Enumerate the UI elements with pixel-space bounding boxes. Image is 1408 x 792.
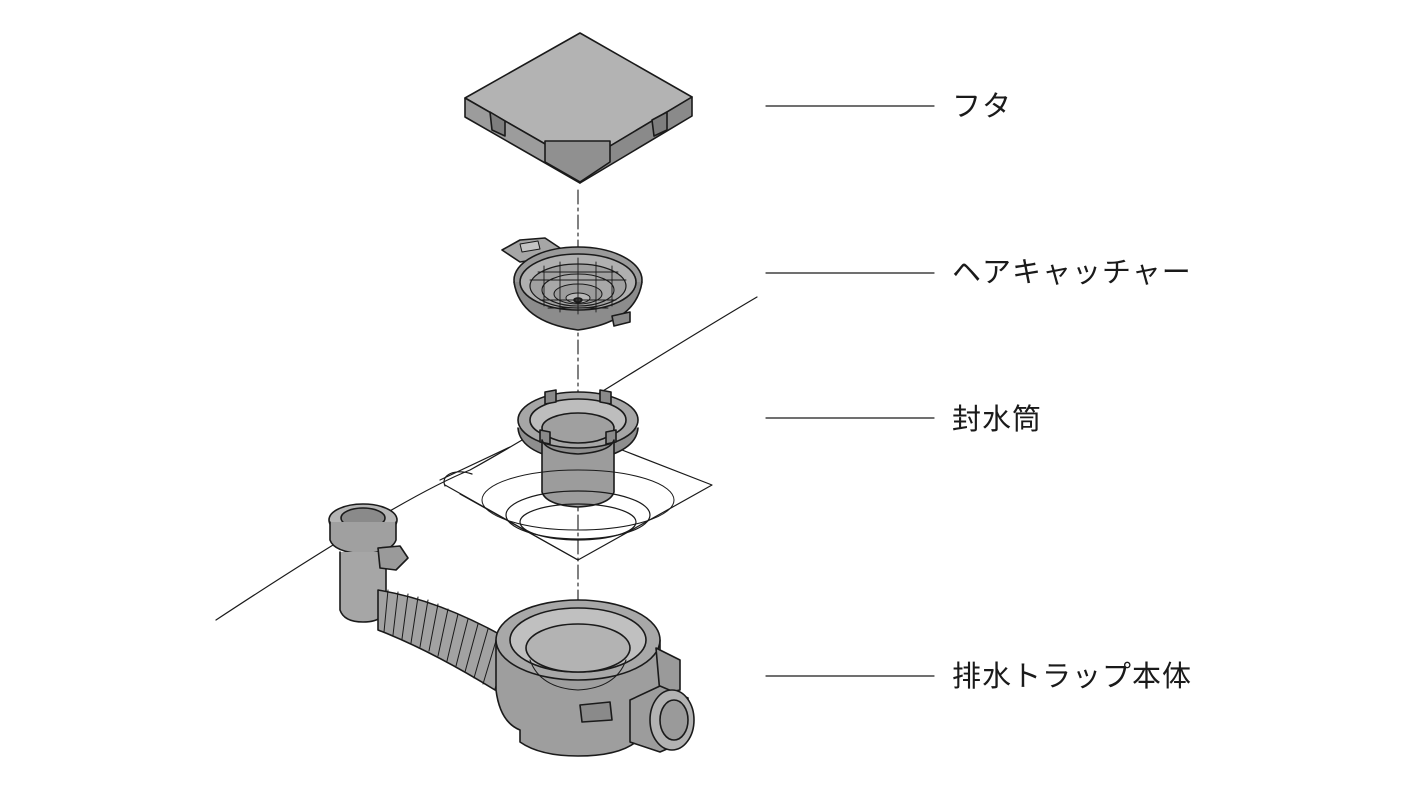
label-hair-catcher: ヘアキャッチャー — [952, 255, 1192, 289]
seal-tube-part — [517, 389, 639, 508]
hair-catcher-part — [501, 237, 643, 331]
label-lid: フタ — [952, 89, 1013, 123]
lid-part — [464, 32, 693, 184]
floor-tile-part — [439, 446, 713, 561]
label-trap-body: 排水トラップ本体 — [952, 659, 1193, 693]
floor-edge-line — [215, 296, 758, 621]
label-seal-tube: 封水筒 — [952, 402, 1043, 436]
trap-body-part — [328, 503, 695, 757]
floor-edge-line-2 — [443, 471, 473, 487]
